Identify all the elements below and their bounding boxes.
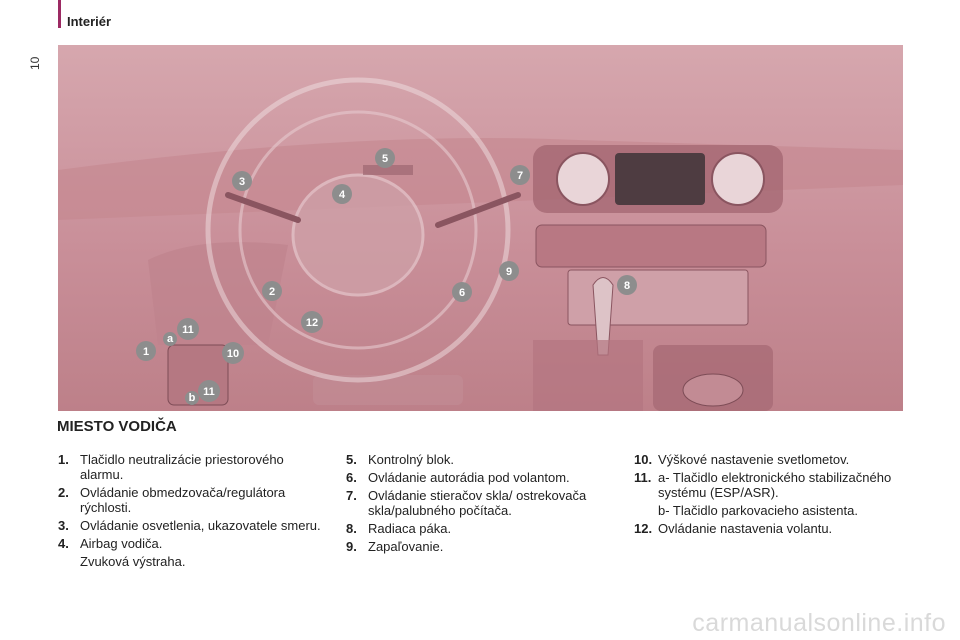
item-number: 6. — [346, 470, 357, 485]
item-text: Ovládanie osvetlenia, ukazovatele smeru. — [80, 518, 321, 533]
svg-text:2: 2 — [269, 286, 275, 298]
callout-5: 5 — [375, 148, 395, 168]
item-number: 3. — [58, 518, 69, 533]
item-text: Radiaca páka. — [368, 521, 452, 536]
callout-7: 7 — [510, 165, 530, 185]
callout-4: 4 — [332, 184, 352, 204]
item-text: Kontrolný blok. — [368, 452, 454, 467]
svg-text:6: 6 — [459, 287, 465, 299]
list-item: 9. Zapaľovanie. — [346, 539, 618, 554]
list-item: 3. Ovládanie osvetlenia, ukazovatele smer… — [58, 518, 330, 533]
item-number: 8. — [346, 521, 357, 536]
callout-11-b: 11 — [198, 380, 220, 402]
svg-text:12: 12 — [306, 317, 318, 329]
svg-text:5: 5 — [382, 153, 388, 165]
callout-1: 1 — [136, 341, 156, 361]
header-accent-bar — [58, 0, 61, 28]
item-number: 12. — [634, 521, 653, 536]
item-number: 5. — [346, 452, 357, 467]
list-item: 7. Ovládanie stieračov skla/ ostrekovača … — [346, 488, 618, 518]
item-text: Ovládanie nastavenia volantu. — [658, 521, 833, 536]
legend-column-1: 1. Tlačidlo neutralizácie priestorového a… — [58, 452, 330, 572]
item-number: 9. — [346, 539, 357, 554]
item-number: 7. — [346, 488, 357, 503]
dashboard-drawing: 1 2 3 4 5 6 7 8 9 10 11 11 12 a b — [58, 77, 903, 411]
item-number: 4. — [58, 536, 69, 551]
page-number: 10 — [28, 56, 42, 70]
item-number: 2. — [58, 485, 69, 500]
section-title: Interiér — [67, 14, 112, 29]
list-item: 4. Airbag vodiča. — [58, 536, 330, 551]
item-text: Ovládanie stieračov skla/ ostrekovača sk… — [368, 488, 587, 518]
svg-text:b: b — [189, 392, 196, 404]
item-text: Airbag vodiča. — [80, 536, 163, 551]
item-text: a- Tlačidlo elektronického stabilizačnéh… — [658, 470, 892, 500]
svg-text:8: 8 — [624, 280, 630, 292]
svg-text:11: 11 — [182, 324, 194, 336]
legend-column-3: 10. Výškové nastavenie svetlometov. 11. a-… — [634, 452, 914, 539]
svg-text:10: 10 — [227, 348, 239, 360]
list-item: 11. a- Tlačidlo elektronického stabilizač… — [634, 470, 914, 500]
svg-text:9: 9 — [506, 266, 512, 278]
callout-9: 9 — [499, 261, 519, 281]
svg-text:7: 7 — [517, 170, 523, 182]
item-text: Výškové nastavenie svetlometov. — [658, 452, 850, 467]
list-item: 6. Ovládanie autorádia pod volantom. — [346, 470, 618, 485]
item-number: 10. — [634, 452, 653, 467]
dashboard-illustration: 1 2 3 4 5 6 7 8 9 10 11 11 12 a b — [58, 45, 903, 411]
item-text: Ovládanie autorádia pod volantom. — [368, 470, 570, 485]
callout-2: 2 — [262, 281, 282, 301]
list-item: 5. Kontrolný blok. — [346, 452, 618, 467]
item-continuation: b- Tlačidlo parkovacieho asistenta. — [658, 503, 858, 518]
legend-column-2: 5. Kontrolný blok. 6. Ovládanie autorádia … — [346, 452, 618, 557]
list-item: 8. Radiaca páka. — [346, 521, 618, 536]
item-text: Ovládanie obmedzovača/regulátora rýchlos… — [80, 485, 286, 515]
item-number: 1. — [58, 452, 69, 467]
sub-label-a: a — [163, 332, 177, 346]
callout-11-a: 11 — [177, 318, 199, 340]
list-item: 12. Ovládanie nastavenia volantu. — [634, 521, 914, 536]
sub-label-b: b — [185, 391, 199, 405]
callout-8: 8 — [617, 275, 637, 295]
watermark: carmanualsonline.info — [692, 609, 946, 637]
item-text: Tlačidlo neutralizácie priestorového ala… — [80, 452, 284, 482]
item-continuation: Zvuková výstraha. — [80, 554, 186, 569]
svg-text:3: 3 — [239, 176, 245, 188]
callout-6: 6 — [452, 282, 472, 302]
list-item: 2. Ovládanie obmedzovača/regulátora rýchl… — [58, 485, 330, 515]
svg-text:4: 4 — [339, 189, 346, 201]
svg-text:a: a — [167, 333, 174, 345]
section-heading: MIESTO VODIČA — [57, 418, 177, 435]
callout-10: 10 — [222, 342, 244, 364]
list-item: 1. Tlačidlo neutralizácie priestorového a… — [58, 452, 330, 482]
svg-text:1: 1 — [143, 346, 149, 358]
item-text: Zapaľovanie. — [368, 539, 444, 554]
callout-3: 3 — [232, 171, 252, 191]
svg-text:11: 11 — [203, 386, 215, 398]
item-number: 11. — [634, 470, 652, 485]
list-item: 10. Výškové nastavenie svetlometov. — [634, 452, 914, 467]
callout-12: 12 — [301, 311, 323, 333]
